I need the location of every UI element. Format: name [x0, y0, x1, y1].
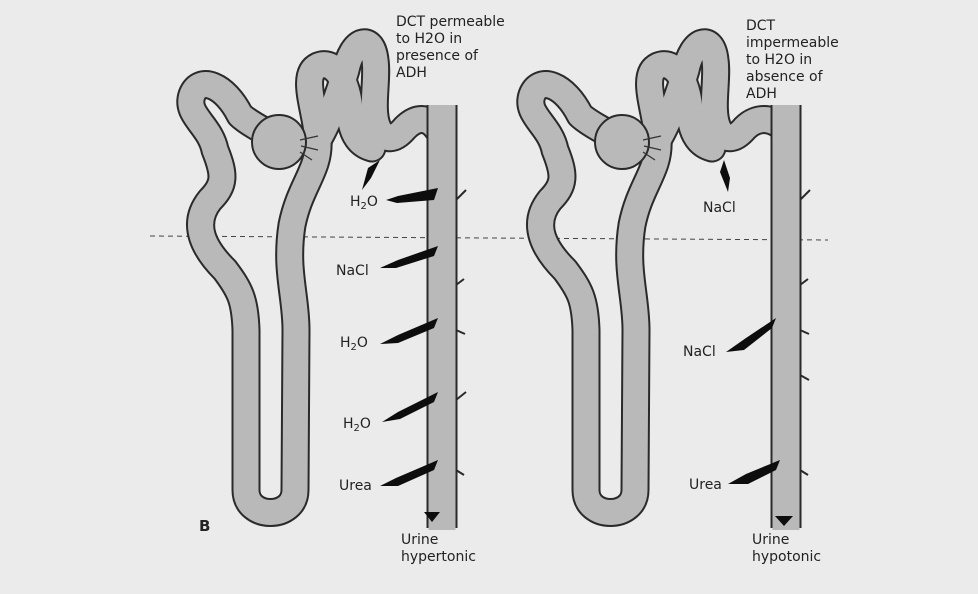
- right-urine-label: Urine hypotonic: [752, 532, 821, 566]
- right-urine-line-1: Urine: [752, 532, 790, 548]
- right-collecting-duct: [770, 105, 811, 530]
- left-caption: DCT permeable to H2O in presence of ADH: [396, 14, 505, 82]
- left-caption-line-3: presence of: [396, 48, 478, 64]
- left-urine-line-1: Urine: [401, 532, 439, 548]
- right-caption-line-5: ADH: [746, 86, 777, 102]
- right-urine-arrow: [775, 516, 793, 526]
- right-urine-line-2: hypotonic: [752, 549, 822, 565]
- cortex-medulla-boundary: [149, 235, 829, 241]
- right-arrows: [720, 160, 793, 526]
- left-nephron: [176, 28, 467, 530]
- left-caption-line-1: DCT permeable: [396, 14, 505, 30]
- left-arrow-1: [386, 188, 438, 203]
- right-label-1: NaCl: [703, 200, 736, 216]
- left-label-4: H2O: [343, 416, 371, 434]
- left-arrow-2: [380, 246, 438, 268]
- right-caption: DCT impermeable to H2O in absence of ADH: [746, 18, 839, 103]
- right-label-3: Urea: [689, 477, 722, 493]
- left-urine-line-2: hypertonic: [401, 549, 476, 565]
- right-glomerulus: [594, 114, 650, 170]
- right-arrow-urea: [728, 460, 780, 484]
- left-arrows: [362, 160, 440, 522]
- left-label-1: H2O: [350, 194, 378, 212]
- left-arrow-3: [380, 318, 438, 344]
- right-caption-line-4: absence of: [746, 69, 823, 85]
- left-arterioles: [299, 135, 319, 161]
- left-tubule-fill: [178, 30, 451, 525]
- left-label-5: Urea: [339, 478, 372, 494]
- left-arrow-4: [382, 392, 438, 422]
- left-caption-line-4: ADH: [396, 65, 427, 81]
- left-glomerulus: [251, 114, 307, 170]
- right-arterioles: [642, 135, 662, 161]
- left-label-3: H2O: [340, 335, 368, 353]
- right-dct-arrow: [720, 160, 730, 192]
- right-caption-line-3: to H2O in: [746, 52, 813, 68]
- panel-letter: B: [199, 517, 211, 535]
- left-dct-arrow: [362, 160, 380, 190]
- left-caption-line-2: to H2O in: [396, 31, 463, 47]
- right-caption-line-2: impermeable: [746, 35, 839, 51]
- left-urine-arrow: [424, 512, 440, 522]
- left-arrow-5: [380, 460, 438, 486]
- right-arrow-nacl: [726, 318, 776, 352]
- left-collecting-duct: [426, 105, 467, 530]
- left-label-2: NaCl: [336, 263, 369, 279]
- right-tubule-fill: [518, 30, 798, 525]
- right-caption-line-1: DCT: [746, 18, 776, 34]
- right-nephron: [516, 28, 811, 530]
- right-label-2: NaCl: [683, 344, 716, 360]
- left-urine-label: Urine hypertonic: [401, 532, 476, 566]
